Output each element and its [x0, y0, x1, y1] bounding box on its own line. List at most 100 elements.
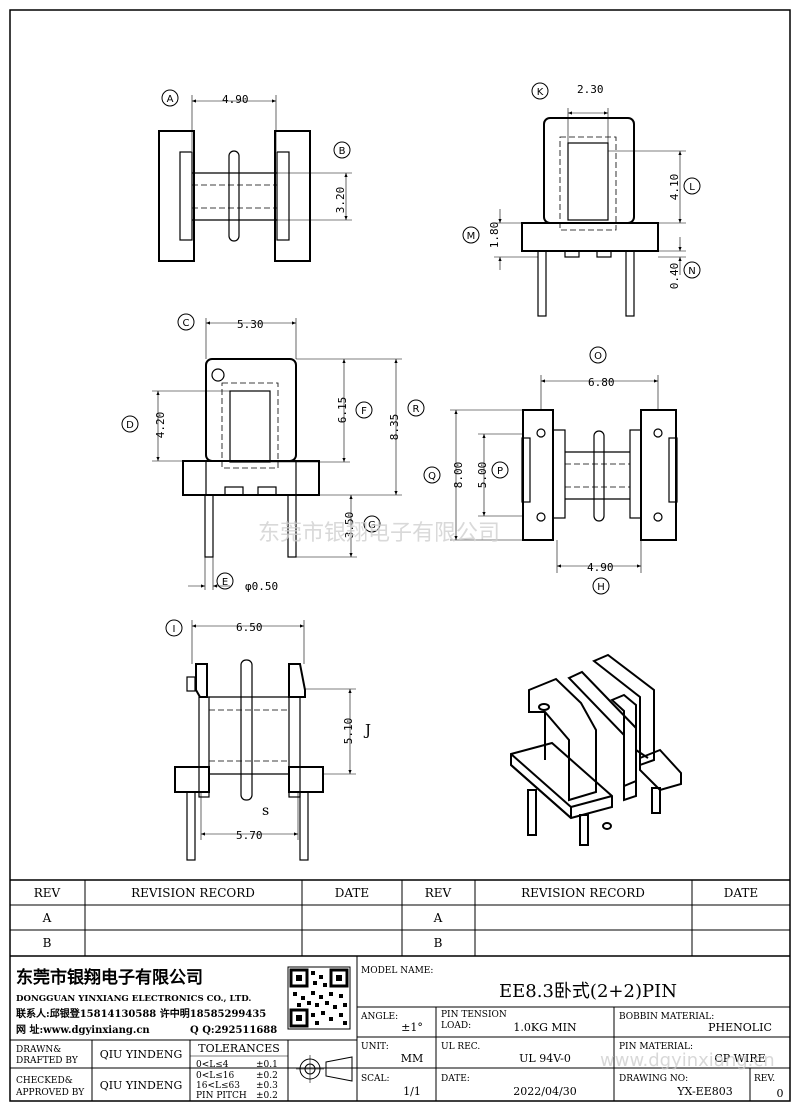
pin-material-label: PIN MATERIAL: — [619, 1042, 693, 1052]
dim-h-value: 4.90 — [587, 561, 614, 574]
checked-label-1: CHECKED& — [16, 1076, 73, 1086]
isometric-view — [510, 653, 682, 846]
rev-header-1: REV — [34, 886, 61, 900]
angle-value: ±1° — [401, 1021, 423, 1034]
label-o: O — [594, 351, 602, 362]
company-name-en: DONGGUAN YINXIANG ELECTRONICS CO., LTD. — [16, 994, 251, 1004]
tolerance-range-1: 0<L≤4 — [196, 1060, 229, 1070]
dim-p-value: 5.00 — [476, 462, 489, 489]
tolerance-value-1: ±0.1 — [256, 1060, 278, 1070]
projection-symbol-icon — [296, 1055, 353, 1083]
bobbin-material-value: PHENOLIC — [708, 1021, 772, 1034]
load-label: LOAD: — [441, 1021, 471, 1031]
dim-l-value: 4.10 — [668, 174, 681, 201]
dim-i-value: 6.50 — [236, 621, 263, 634]
label-r: R — [413, 404, 420, 415]
label-l: L — [689, 182, 695, 193]
drawing-no-value: YX-EE803 — [676, 1085, 732, 1098]
dim-j-value: 5.10 — [342, 718, 355, 745]
dim-a-value: 4.90 — [222, 93, 249, 106]
tolerances-title: TOLERANCES — [198, 1042, 280, 1055]
view-top-right — [494, 108, 686, 317]
view-bottom-left — [174, 620, 356, 861]
unit-value: MM — [401, 1052, 424, 1065]
label-p: P — [497, 466, 503, 477]
view-mid-left — [152, 318, 402, 590]
dim-c-value: 5.30 — [237, 318, 264, 331]
dim-r-value: 8.35 — [388, 414, 401, 441]
view-top-left — [158, 95, 352, 262]
label-n: N — [688, 266, 695, 277]
rev-label: REV. — [754, 1074, 775, 1084]
model-name-value: EE8.3卧式(2+2)PIN — [499, 981, 677, 1002]
pin-material-value: CP WIRE — [714, 1052, 765, 1065]
dim-f-value: 6.15 — [336, 397, 349, 424]
drawing-no-label: DRAWING NO: — [619, 1074, 688, 1084]
drawn-label-1: DRAWN& — [16, 1045, 61, 1055]
dim-n-value: 0.40 — [668, 263, 681, 290]
drawing-frame — [9, 9, 791, 1102]
pin-tension-label: PIN TENSION — [441, 1010, 507, 1020]
model-name-label: MODEL NAME: — [361, 966, 433, 976]
dim-b-value: 3.20 — [334, 187, 347, 214]
label-b: B — [339, 146, 346, 157]
company-name-cn: 东莞市银翔电子有限公司 — [16, 967, 203, 988]
label-h: H — [597, 582, 605, 593]
dim-s-value: 5.70 — [236, 829, 263, 842]
revision-record-header-1: REVISION RECORD — [131, 886, 255, 900]
label-c: C — [183, 318, 190, 329]
dim-m-value: 1.80 — [488, 222, 501, 249]
ul-rec-label: UL REC. — [441, 1042, 480, 1052]
tolerance-value-2: ±0.2 — [256, 1071, 278, 1081]
dim-g-value: 3.50 — [343, 512, 356, 539]
tolerance-value-3: ±0.3 — [256, 1081, 278, 1091]
label-j: J — [363, 721, 371, 739]
revision-record-header-2: REVISION RECORD — [521, 886, 645, 900]
scale-value: 1/1 — [403, 1085, 421, 1098]
company-website: 网 址:www.dgyinxiang.cn — [16, 1023, 150, 1036]
tolerance-range-2: 0<L≤16 — [196, 1071, 235, 1081]
rev-value: 0 — [777, 1087, 784, 1100]
rev-header-2: REV — [425, 886, 452, 900]
bobbin-material-label: BOBBIN MATERIAL: — [619, 1012, 714, 1022]
label-e: E — [222, 577, 228, 588]
dim-q-value: 8.00 — [452, 462, 465, 489]
drawn-label-2: DRAFTED BY — [16, 1056, 79, 1066]
date-value: 2022/04/30 — [513, 1085, 576, 1098]
angle-label: ANGLE: — [360, 1012, 398, 1022]
date-label: DATE: — [441, 1074, 470, 1084]
rev-row-b-left: B — [43, 936, 52, 950]
dim-e-value: φ0.50 — [245, 580, 278, 593]
checked-by-value: QIU YINDENG — [100, 1079, 183, 1092]
load-value: 1.0KG MIN — [513, 1021, 577, 1034]
label-q: Q — [428, 471, 436, 482]
watermark-url: www.dgyinxiang.cn — [600, 1050, 775, 1071]
tolerance-value-4: ±0.2 — [256, 1091, 278, 1101]
tolerance-range-3: 16<L≤63 — [196, 1081, 240, 1091]
unit-label: UNIT: — [361, 1042, 389, 1052]
dim-d-value: 4.20 — [154, 412, 167, 439]
label-m: M — [467, 231, 476, 242]
label-f: F — [361, 406, 367, 417]
view-mid-right — [450, 375, 678, 573]
tolerance-range-4: PIN PITCH — [196, 1091, 247, 1101]
dim-k-value: 2.30 — [577, 83, 604, 96]
scale-label: SCAL: — [361, 1074, 390, 1084]
company-qq: Q Q:292511688 — [190, 1025, 277, 1036]
drawn-by-value: QIU YINDENG — [100, 1048, 183, 1061]
label-a: A — [167, 94, 174, 105]
company-contact: 联系人:邱银登15814130588 许中明18585299435 — [16, 1007, 266, 1020]
rev-row-b-right: B — [434, 936, 443, 950]
label-g: G — [368, 520, 376, 531]
rev-row-a-right: A — [433, 911, 443, 925]
qr-code — [287, 966, 351, 1030]
watermark-company: 东莞市银翔电子有限公司 — [258, 521, 500, 546]
ul-rec-value: UL 94V-0 — [519, 1052, 571, 1065]
label-s: s — [262, 803, 269, 819]
date-header-2: DATE — [724, 886, 758, 900]
rev-row-a-left: A — [42, 911, 52, 925]
label-k: K — [537, 87, 544, 98]
checked-label-2: APPROVED BY — [15, 1088, 85, 1098]
label-i: I — [173, 624, 176, 635]
